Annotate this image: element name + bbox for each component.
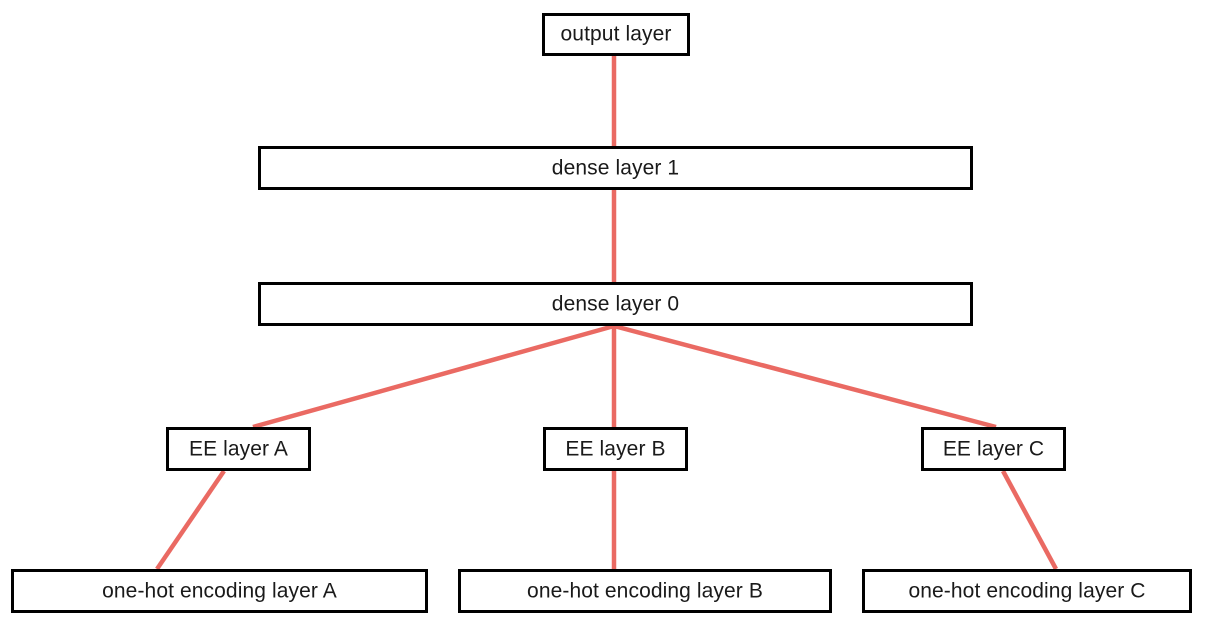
edge-onehot_a-to-ee_layer_a bbox=[155, 469, 226, 571]
node-dense_layer_1[interactable]: dense layer 1 bbox=[258, 146, 973, 190]
node-onehot_c[interactable]: one-hot encoding layer C bbox=[862, 569, 1192, 613]
node-label-ee_layer_b: EE layer B bbox=[565, 437, 666, 460]
node-label-onehot_c: one-hot encoding layer C bbox=[908, 579, 1146, 602]
node-label-onehot_b: one-hot encoding layer B bbox=[527, 579, 763, 602]
edge-onehot_c-to-ee_layer_c bbox=[1001, 469, 1058, 571]
node-label-dense_layer_0: dense layer 0 bbox=[551, 292, 680, 315]
edge-ee_layer_a-to-dense_layer_0 bbox=[252, 323, 615, 430]
node-label-onehot_a: one-hot encoding layer A bbox=[102, 579, 337, 602]
node-onehot_a[interactable]: one-hot encoding layer A bbox=[11, 569, 428, 613]
node-label-ee_layer_a: EE layer A bbox=[188, 437, 289, 460]
node-dense_layer_0[interactable]: dense layer 0 bbox=[258, 282, 973, 326]
node-ee_layer_b[interactable]: EE layer B bbox=[543, 427, 688, 471]
node-label-output_layer: output layer bbox=[560, 22, 672, 46]
node-output_layer[interactable]: output layer bbox=[542, 13, 690, 56]
node-label-dense_layer_1: dense layer 1 bbox=[551, 156, 680, 179]
node-label-ee_layer_c: EE layer C bbox=[942, 437, 1045, 460]
node-ee_layer_a[interactable]: EE layer A bbox=[166, 427, 311, 471]
edge-ee_layer_c-to-dense_layer_0 bbox=[613, 323, 997, 430]
node-onehot_b[interactable]: one-hot encoding layer B bbox=[458, 569, 832, 613]
node-ee_layer_c[interactable]: EE layer C bbox=[921, 427, 1066, 471]
